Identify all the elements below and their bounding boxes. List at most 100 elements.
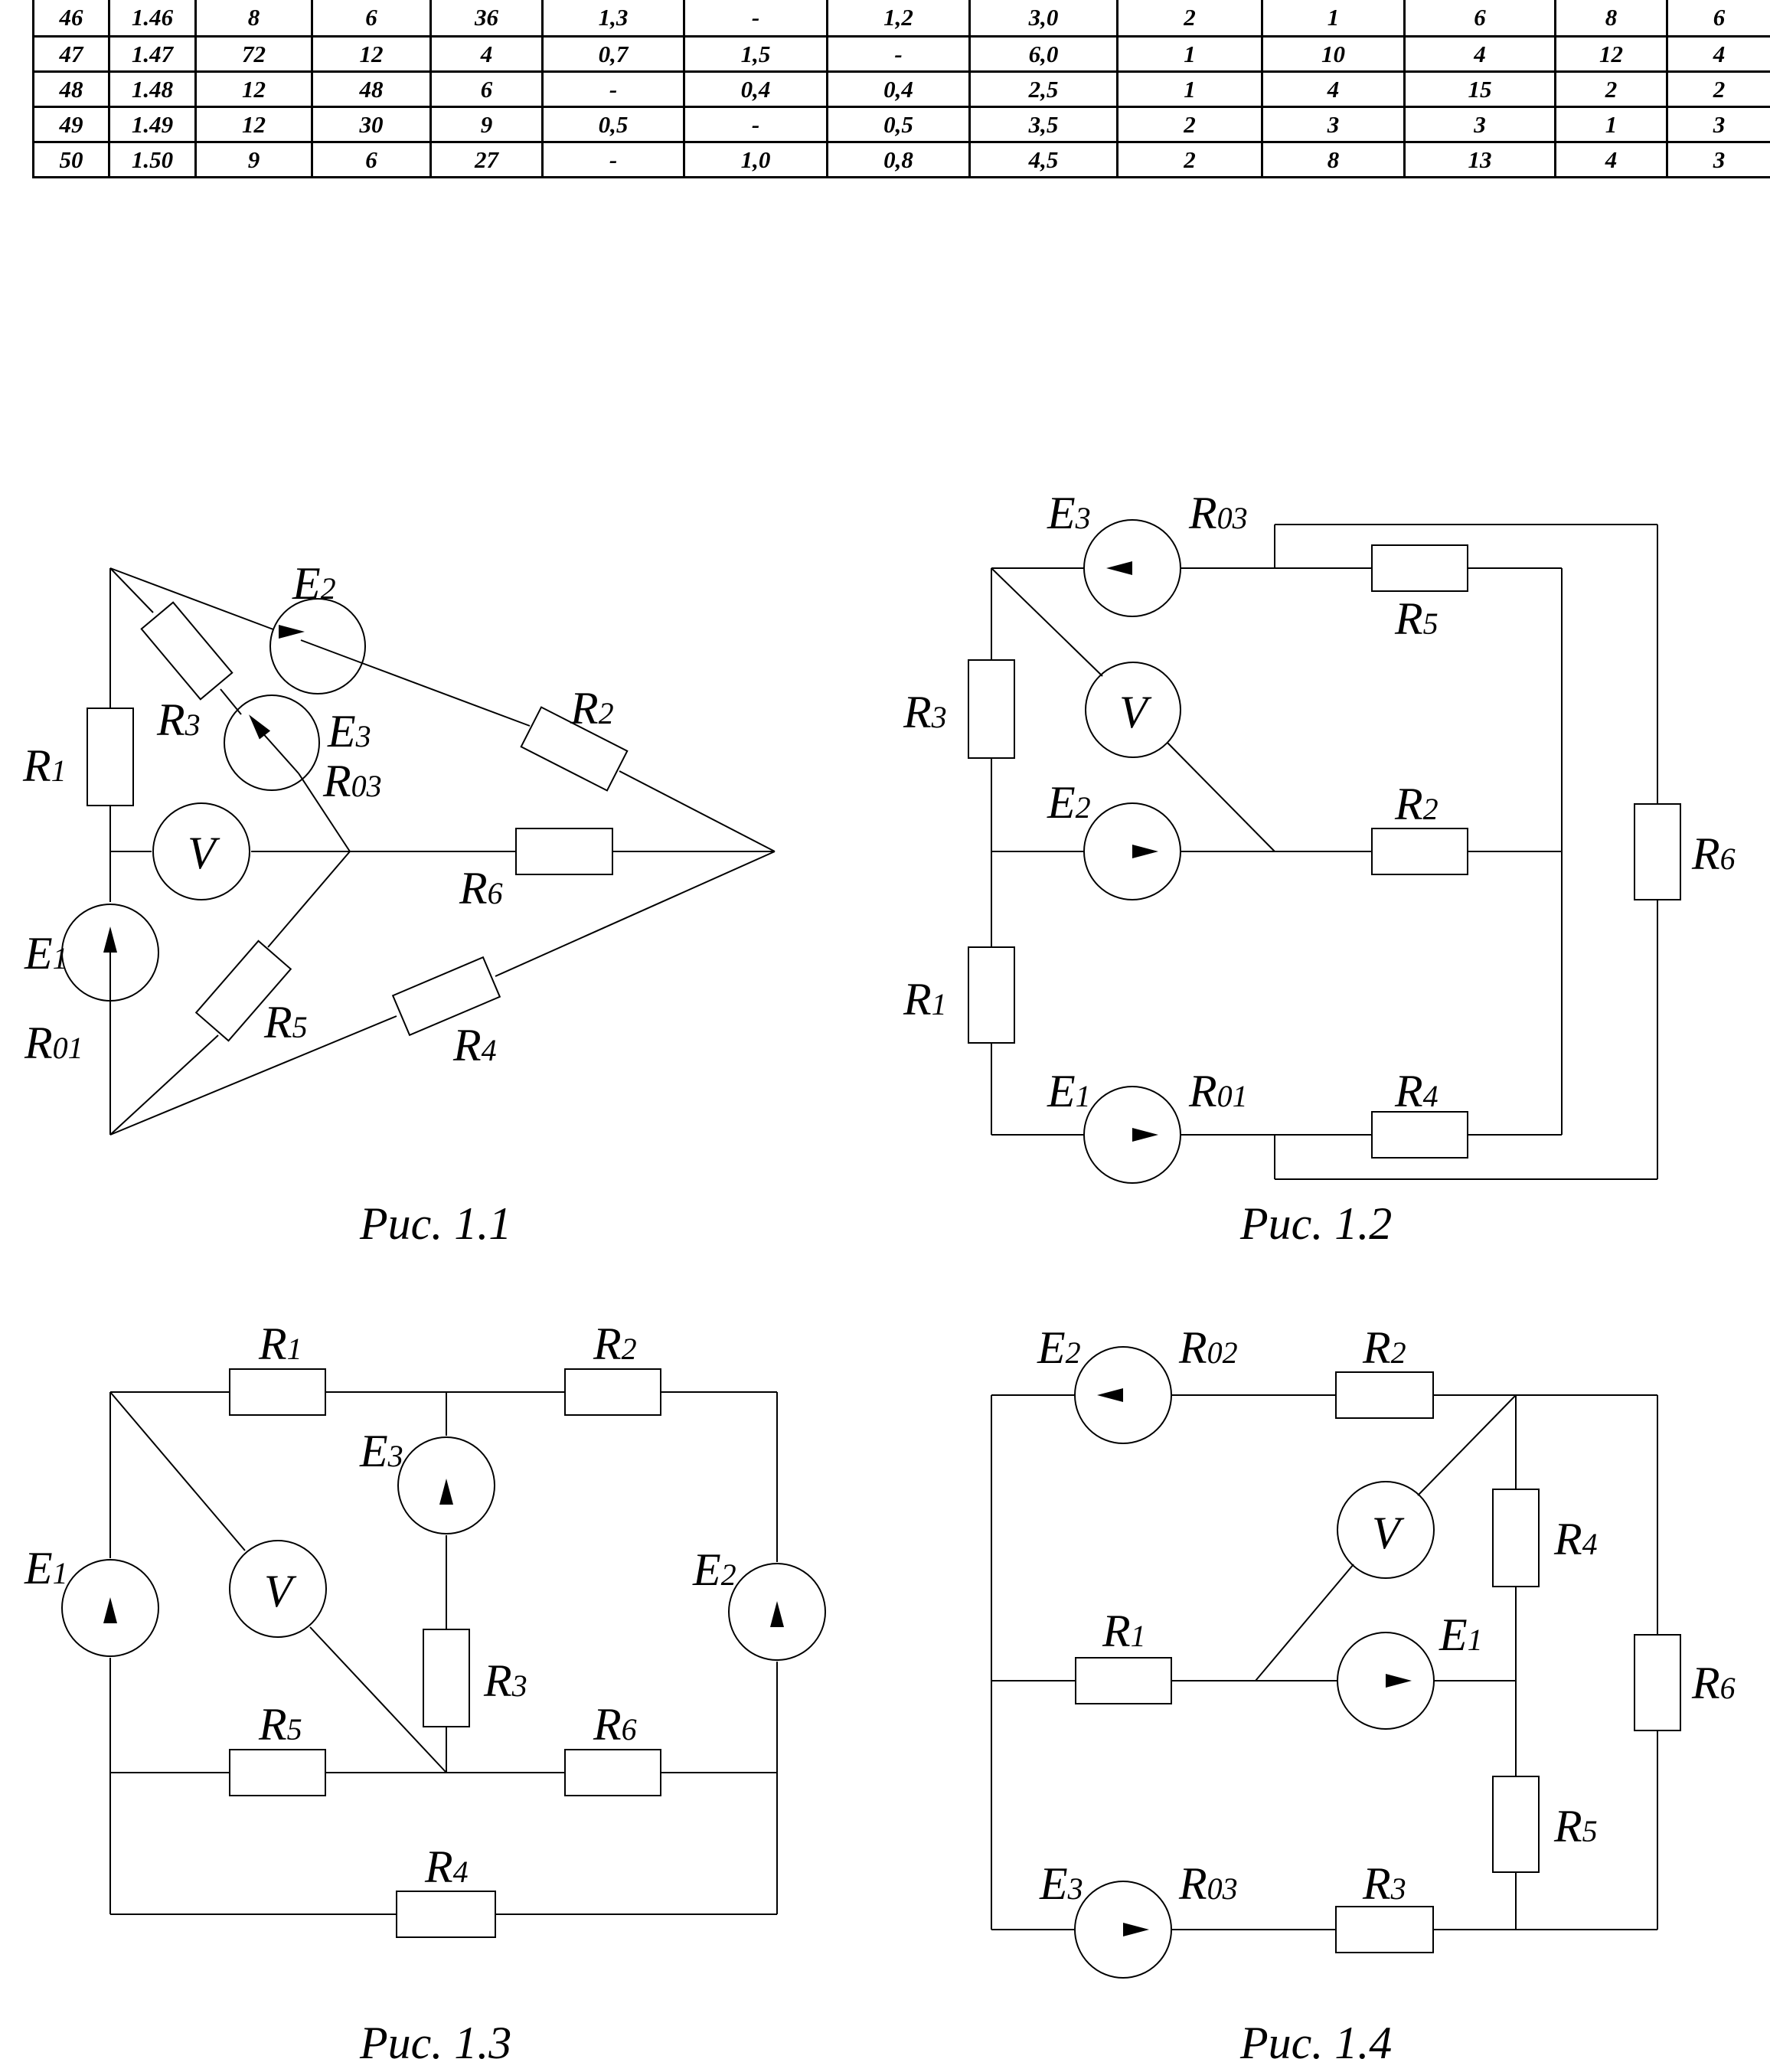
label-r1: R1 <box>1102 1606 1146 1656</box>
table-cell: - <box>683 0 828 38</box>
voltmeter-v <box>152 802 250 900</box>
voltmeter-v <box>1085 662 1181 758</box>
label-r6: R6 <box>459 863 503 913</box>
table-cell: 2 <box>1116 106 1263 143</box>
table-cell: - <box>541 141 685 178</box>
table-cell: 47 <box>32 35 110 73</box>
resistor-r3 <box>1335 1906 1434 1953</box>
table-cell: 72 <box>194 35 313 73</box>
table-cell: 6 <box>1666 0 1770 38</box>
label-e2: E2 <box>1047 777 1091 828</box>
label-e1: E1 <box>1439 1610 1483 1660</box>
label-r4: R4 <box>424 1842 469 1892</box>
resistor-r5 <box>194 940 292 1042</box>
source-e3 <box>397 1436 495 1534</box>
label-r5: R5 <box>258 1699 302 1750</box>
table-cell: 2 <box>1116 141 1263 178</box>
table-cell: 4 <box>1554 141 1668 178</box>
figure-1-4: E2 R02 R2 V R4 R1 E1 R6 R5 E3 R03 R3 Рис… <box>991 1322 1736 2068</box>
source-e2 <box>1074 1346 1172 1444</box>
resistor-r6 <box>1634 803 1681 900</box>
figure-1-3: R1 R2 E3 E1 E2 V R3 R5 R6 R4 Рис. 1.3 <box>24 1319 826 2068</box>
table-cell: - <box>541 70 685 108</box>
table-cell: 10 <box>1261 35 1406 73</box>
table-cell: 3,5 <box>968 106 1118 143</box>
table-cell: 12 <box>1554 35 1668 73</box>
table-cell: 6 <box>311 141 432 178</box>
label-r2: R2 <box>1394 779 1439 829</box>
table-cell: 9 <box>429 106 544 143</box>
label-r01: R01 <box>1188 1066 1248 1116</box>
label-v: V <box>264 1566 297 1616</box>
label-r4: R4 <box>452 1020 497 1070</box>
table-cell: 1,3 <box>541 0 685 38</box>
resistor-r2 <box>1371 828 1468 875</box>
table-cell: 1 <box>1116 70 1263 108</box>
label-e3: E3 <box>1047 488 1091 538</box>
table-cell: 13 <box>1403 141 1556 178</box>
table-cell: 1,0 <box>683 141 828 178</box>
label-v: V <box>188 828 220 878</box>
table-cell: 1,5 <box>683 35 828 73</box>
table-cell: 2 <box>1554 70 1668 108</box>
table-cell: 1.48 <box>108 70 197 108</box>
table-cell: 3 <box>1666 141 1770 178</box>
resistor-r2 <box>520 706 629 792</box>
label-r3: R3 <box>903 687 947 737</box>
table-cell: 12 <box>194 70 313 108</box>
source-e3 <box>224 694 320 791</box>
table-cell: 27 <box>429 141 544 178</box>
fig1-wires <box>109 567 776 1136</box>
table-cell: 3 <box>1403 106 1556 143</box>
resistor-r3 <box>968 659 1015 759</box>
label-r5: R5 <box>263 997 308 1047</box>
caption-fig-1-2: Рис. 1.2 <box>1239 1198 1392 1249</box>
label-r03: R03 <box>1178 1858 1238 1909</box>
label-r03: R03 <box>1188 488 1248 538</box>
table-cell: 1 <box>1116 35 1263 73</box>
source-e3 <box>1074 1881 1172 1979</box>
table-cell: 1 <box>1554 106 1668 143</box>
resistor-r4 <box>1371 1111 1468 1159</box>
label-e1: E1 <box>24 928 68 979</box>
resistor-r1 <box>1075 1657 1172 1704</box>
table-cell: 1 <box>1261 0 1406 38</box>
table-cell: 49 <box>32 106 110 143</box>
figure-1-1: R1 R3 E2 E3 R03 R2 V R6 E1 R5 R01 R4 Рис… <box>22 558 776 1249</box>
voltmeter-v <box>229 1540 327 1638</box>
table-cell: 0,5 <box>541 106 685 143</box>
fig4-wires <box>991 1394 1658 1930</box>
label-r2: R2 <box>593 1319 637 1369</box>
label-r1: R1 <box>903 974 947 1025</box>
table-cell: 2 <box>1666 70 1770 108</box>
table-cell: 48 <box>32 70 110 108</box>
caption-fig-1-1: Рис. 1.1 <box>359 1198 511 1249</box>
table-cell: 4 <box>1261 70 1406 108</box>
table-cell: 0,5 <box>826 106 971 143</box>
label-r02: R02 <box>1178 1322 1238 1373</box>
resistor-r4 <box>396 1891 496 1938</box>
source-e1 <box>61 1559 159 1657</box>
table-cell: 6,0 <box>968 35 1118 73</box>
table-cell: 0,4 <box>826 70 971 108</box>
label-e3: E3 <box>327 706 371 757</box>
resistor-r6 <box>564 1749 661 1796</box>
table-cell: 4 <box>1666 35 1770 73</box>
table-cell: 12 <box>311 35 432 73</box>
fig3-wires <box>109 1391 778 1915</box>
resistor-r2 <box>1335 1371 1434 1419</box>
label-r1: R1 <box>22 740 67 791</box>
label-r2: R2 <box>1362 1322 1406 1373</box>
label-e3: E3 <box>1039 1858 1083 1909</box>
table-cell: 0,4 <box>683 70 828 108</box>
table-cell: 30 <box>311 106 432 143</box>
label-r6: R6 <box>1691 1658 1736 1708</box>
label-e2: E2 <box>692 1544 736 1595</box>
table-cell: 15 <box>1403 70 1556 108</box>
table-cell: 1,2 <box>826 0 971 38</box>
